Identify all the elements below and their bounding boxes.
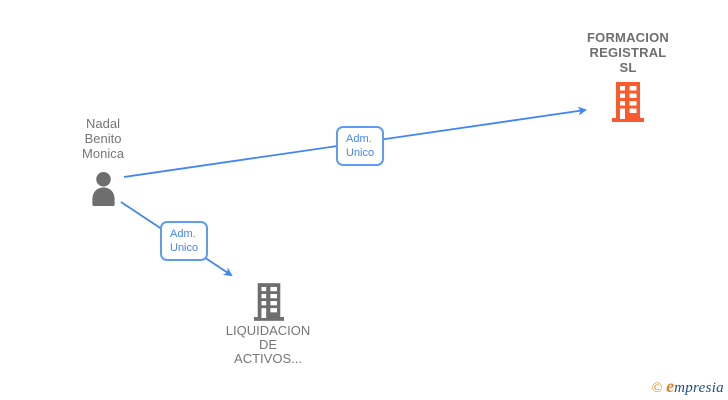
company-label: LIQUIDACION DE ACTIVOS... <box>225 323 311 366</box>
building-icon <box>612 82 644 122</box>
company-node-liquidacion-activos[interactable]: LIQUIDACION DE ACTIVOS... <box>188 282 348 372</box>
copyright-symbol: © <box>651 381 663 396</box>
building-icon <box>253 283 285 321</box>
edge-label-adm-unico-formacion: Adm. Unico <box>336 126 385 166</box>
person-node[interactable]: Nadal Benito Monica <box>43 116 163 208</box>
person-label: Nadal Benito Monica <box>82 116 124 161</box>
company-node-formacion-registral[interactable]: FORMACION REGISTRAL SL <box>548 30 708 125</box>
empresia-watermark[interactable]: © empresia <box>652 376 724 397</box>
person-silhouette-icon <box>92 172 115 206</box>
edge-label-adm-unico-liquidacion: Adm. Unico <box>160 221 209 261</box>
empresia-logo-text: empresia <box>666 376 724 396</box>
company-label: FORMACION REGISTRAL SL <box>587 30 669 75</box>
